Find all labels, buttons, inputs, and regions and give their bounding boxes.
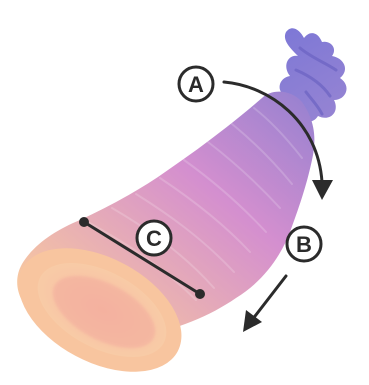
- callout-b-badge: B: [287, 227, 321, 261]
- measure-end-dot: [195, 289, 205, 299]
- callout-c-badge: C: [137, 221, 171, 255]
- callout-b-label: B: [296, 232, 312, 257]
- callout-c-label: C: [146, 226, 162, 251]
- callout-a-badge: A: [179, 67, 213, 101]
- measure-start-dot: [79, 217, 89, 227]
- callout-a-label: A: [188, 72, 204, 97]
